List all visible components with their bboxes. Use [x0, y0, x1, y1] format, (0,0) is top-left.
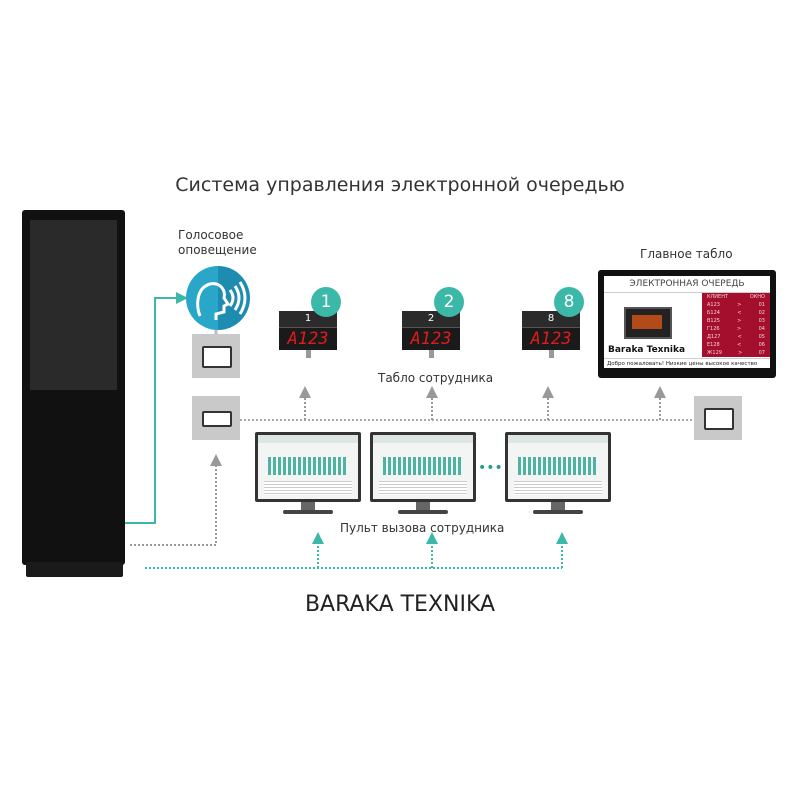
controller-icon: [202, 346, 232, 368]
queue-cell: >: [738, 350, 743, 356]
queue-cell: 06: [758, 342, 765, 348]
operator-console-2: [370, 432, 476, 514]
voice-announcement-icon: [186, 266, 250, 330]
queue-cell: Б124: [707, 310, 720, 316]
kiosk-base: [26, 562, 123, 577]
queue-cell: <: [737, 334, 742, 340]
operator-console-n: [505, 432, 611, 514]
operator-console-1: [255, 432, 361, 514]
queue-cell: 03: [758, 318, 765, 324]
switch-icon: [202, 411, 232, 427]
network-switch-box: [192, 396, 240, 440]
queue-cell: <: [737, 310, 742, 316]
queue-cell: <: [737, 342, 742, 348]
kiosk-screen: [30, 220, 117, 390]
voice-label-line2: оповещение: [178, 243, 257, 257]
queue-cell: 05: [758, 334, 765, 340]
board-led: A123: [279, 328, 337, 350]
main-board-controller-box: [694, 396, 742, 440]
voice-label-line1: Голосовое: [178, 228, 244, 242]
queue-row: Ж129 >07: [702, 349, 770, 357]
queue-cell: Г126: [707, 326, 720, 332]
kiosk-terminal: [22, 210, 125, 565]
queue-cell: >: [737, 302, 742, 308]
board-badge-2: 2: [434, 287, 464, 317]
diagram-title: Система управления электронной очередью: [175, 174, 625, 196]
queue-row: Г126 >04: [702, 325, 770, 333]
queue-cell: >: [737, 326, 742, 332]
audio-controller-box: [192, 334, 240, 378]
queue-cell: 04: [758, 326, 765, 332]
brand-name: BARAKA TEXNIKA: [304, 592, 496, 617]
employee-boards-label: Табло сотрудника: [378, 371, 494, 385]
queue-cell: 07: [758, 350, 765, 356]
main-board-header: ЭЛЕКТРОННАЯ ОЧЕРЕДЬ: [604, 276, 770, 293]
main-board-label: Главное табло: [640, 247, 733, 261]
queue-row: Е128 <06: [702, 341, 770, 349]
queue-cell: Ж129: [707, 350, 722, 356]
queue-cell: Е128: [707, 342, 720, 348]
tv-image: [624, 307, 672, 339]
consoles-label: Пульт вызова сотрудника: [340, 521, 505, 535]
queue-row: A123 >01: [702, 301, 770, 309]
ellipsis: •••: [478, 460, 503, 476]
controller-icon: [704, 408, 734, 430]
kiosk-to-switch-line: [130, 454, 222, 546]
ticker: Добро пожаловать! Низкие цены высокое ка…: [604, 358, 770, 368]
board-badge-8: 8: [554, 287, 584, 317]
col-client: КЛИЕНТ: [707, 294, 729, 300]
queue-cell: 02: [758, 310, 765, 316]
queue-cell: 01: [758, 302, 765, 308]
board-led: A123: [522, 328, 580, 350]
queue-row: Д127 <05: [702, 333, 770, 341]
queue-cell: В125: [707, 318, 720, 324]
board-led: A123: [402, 328, 460, 350]
board-badge-1: 1: [311, 287, 341, 317]
queue-cell: >: [737, 318, 742, 324]
queue-row: В125 >03: [702, 317, 770, 325]
main-board-screen: ЭЛЕКТРОННАЯ ОЧЕРЕДЬ Baraka Texnika КЛИЕН…: [598, 270, 776, 378]
kiosk-to-voice-line: [125, 292, 188, 524]
queue-cell: A123: [707, 302, 720, 308]
queue-row: Б124 <02: [702, 309, 770, 317]
queue-cell: Д127: [707, 334, 721, 340]
main-board-brand: Baraka Texnika: [608, 345, 686, 355]
col-window: ОКНО: [749, 294, 765, 300]
